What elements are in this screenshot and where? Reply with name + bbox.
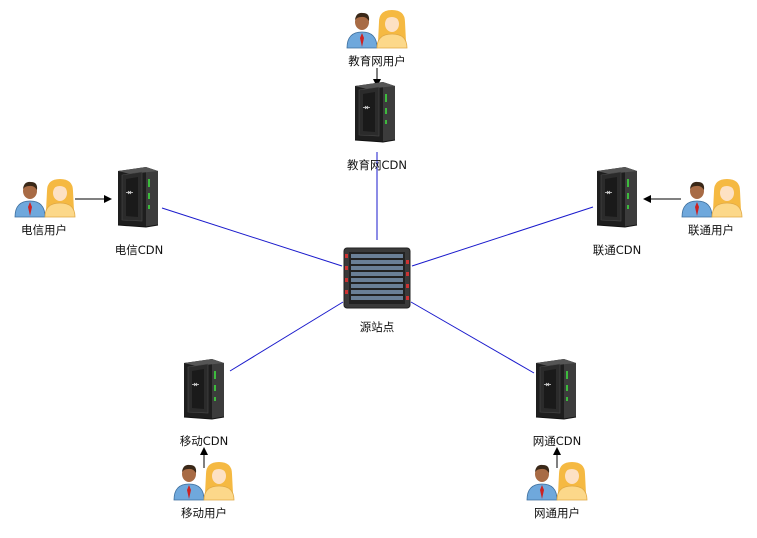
- users-icon: [346, 9, 408, 49]
- users-icon: [14, 178, 76, 218]
- origin-node: 源站点: [343, 247, 411, 334]
- cdn-label-mobile: 移动CDN: [180, 434, 229, 448]
- cdn-server-icon: [535, 358, 577, 420]
- user-group-telecom: 电信用户: [14, 178, 76, 237]
- link-origin-unicom: [411, 206, 594, 267]
- users-icon: [681, 178, 743, 218]
- cdn-server-icon: [354, 81, 396, 143]
- origin-label: 源站点: [360, 320, 395, 334]
- cdn-node-mobile: 移动CDN: [180, 358, 229, 448]
- user-group-mobile: 移动用户: [173, 461, 235, 520]
- link-origin-mobile: [229, 301, 344, 372]
- cdn-label-edu: 教育网CDN: [347, 158, 407, 172]
- user-label-netcom: 网通用户: [534, 506, 580, 520]
- cdn-server-icon: [117, 166, 159, 228]
- cdn-node-edu: 教育网CDN: [347, 81, 407, 172]
- cdn-label-unicom: 联通CDN: [593, 243, 642, 257]
- cdn-label-telecom: 电信CDN: [115, 243, 164, 257]
- user-group-unicom: 联通用户: [681, 178, 743, 237]
- cdn-server-icon: [596, 166, 638, 228]
- user-group-netcom: 网通用户: [526, 461, 588, 520]
- user-label-edu: 教育网用户: [348, 54, 406, 68]
- link-origin-telecom: [161, 207, 343, 267]
- cdn-node-netcom: 网通CDN: [533, 358, 582, 448]
- cdn-server-icon: [183, 358, 225, 420]
- user-label-unicom: 联通用户: [688, 223, 734, 237]
- user-label-mobile: 移动用户: [181, 506, 227, 520]
- link-origin-netcom: [410, 301, 535, 374]
- user-label-telecom: 电信用户: [21, 223, 67, 237]
- user-group-edu: 教育网用户: [346, 9, 408, 68]
- origin-server-icon: [343, 247, 411, 309]
- cdn-label-netcom: 网通CDN: [533, 434, 582, 448]
- cdn-node-unicom: 联通CDN: [593, 166, 642, 257]
- cdn-node-telecom: 电信CDN: [115, 166, 164, 257]
